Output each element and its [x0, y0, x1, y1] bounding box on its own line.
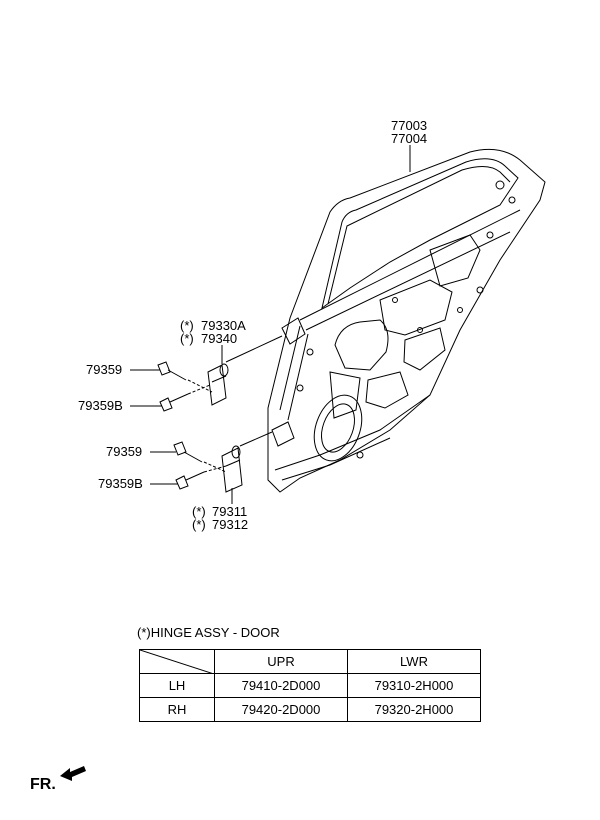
corner-diagonal: [140, 650, 214, 674]
legend-text: HINGE ASSY - DOOR: [150, 625, 280, 640]
row-side: LH: [139, 673, 215, 698]
table-header-row: UPR LWR: [139, 649, 481, 674]
rear-door-exploded-diagram: 77003 77004 (*) 79330A (*) 79340 79359 7…: [78, 118, 546, 532]
label-79359b-lower: 79359B: [98, 476, 143, 491]
bolt-upper-2: [159, 393, 189, 412]
row-lwr: 79310-2H000: [347, 673, 481, 698]
label-79311: 79311: [212, 504, 247, 519]
header-lwr: LWR: [347, 649, 481, 674]
header-upr: UPR: [214, 649, 348, 674]
front-arrow-icon: [60, 766, 86, 781]
row-side: RH: [139, 697, 215, 722]
label-79340: 79340: [201, 331, 237, 346]
label-79359-upper: 79359: [86, 362, 122, 377]
row-lwr: 79320-2H000: [347, 697, 481, 722]
hinge-legend: (*)HINGE ASSY - DOOR: [137, 625, 280, 640]
bolt-upper-1: [157, 361, 187, 381]
bolt-lower-2: [175, 471, 205, 490]
bolt-lower-1: [173, 441, 203, 463]
label-79359b-upper: 79359B: [78, 398, 123, 413]
label-asterisk-79340: (*): [180, 331, 194, 346]
lower-hinge: [221, 431, 273, 493]
leader-lines: [130, 145, 411, 504]
label-77004: 77004: [391, 131, 427, 146]
label-asterisk-79330a: (*): [180, 318, 194, 333]
row-upr: 79420-2D000: [214, 697, 348, 722]
label-79330a: 79330A: [201, 318, 246, 333]
row-upr: 79410-2D000: [214, 673, 348, 698]
table-row: RH 79420-2D000 79320-2H000: [139, 697, 481, 722]
label-asterisk-79311: (*): [192, 504, 206, 519]
front-direction-indicator: FR.: [30, 776, 56, 794]
door-panel: [267, 148, 546, 493]
front-label: FR.: [30, 776, 56, 793]
label-77003: 77003: [391, 118, 427, 133]
table-row: LH 79410-2D000 79310-2H000: [139, 673, 481, 698]
legend-mark: (*): [137, 625, 151, 640]
table-corner-cell: [139, 649, 215, 674]
upper-hinge: [207, 335, 283, 406]
hinge-assy-table: UPR LWR LH 79410-2D000 79310-2H000 RH 79…: [139, 649, 481, 722]
label-79359-lower: 79359: [106, 444, 142, 459]
label-79312: 79312: [212, 517, 248, 532]
label-asterisk-79312: (*): [192, 517, 206, 532]
